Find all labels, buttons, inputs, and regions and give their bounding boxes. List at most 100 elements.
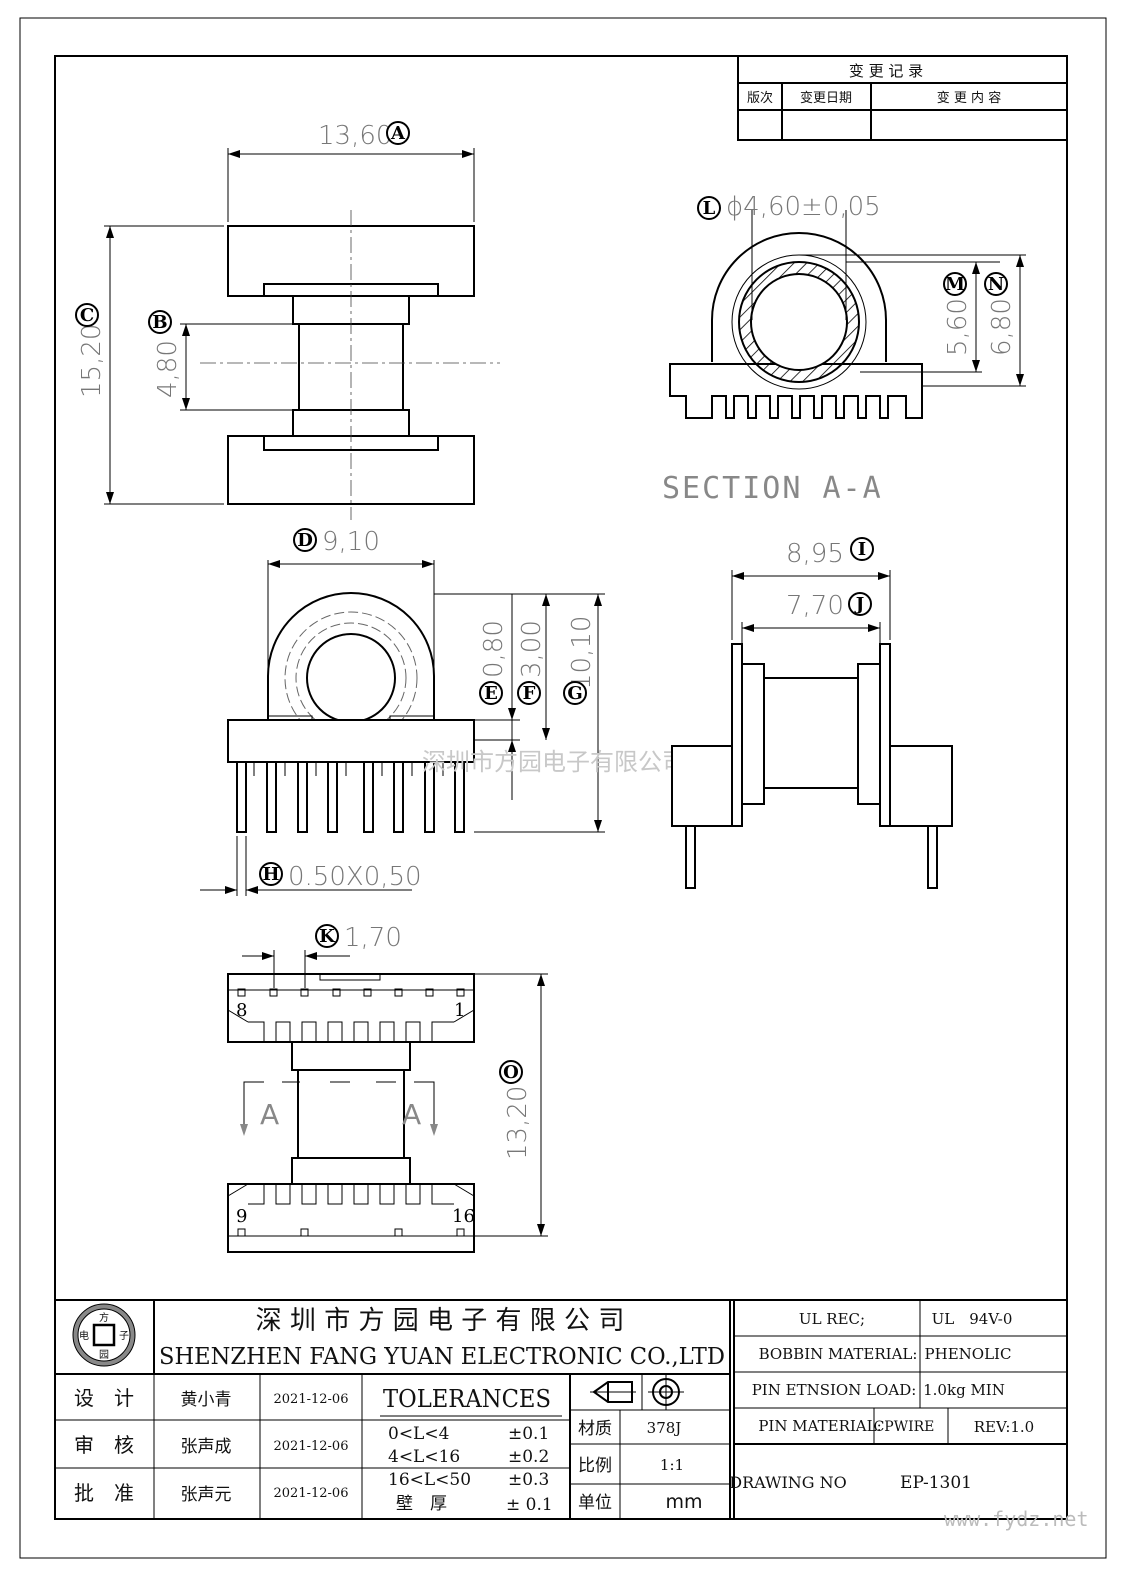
ul-rec-value: UL 94V-0 bbox=[932, 1310, 1013, 1328]
dim-a-value: 13,60 bbox=[318, 121, 392, 151]
revision-col-date: 变更日期 bbox=[800, 90, 852, 106]
pin-label-8: 8 bbox=[236, 1000, 247, 1021]
bottom-view: 8 1 9 16 A A bbox=[227, 923, 548, 1253]
bubble-b: B bbox=[148, 310, 172, 334]
tol-value-0: ±0.1 bbox=[508, 1424, 549, 1444]
signoff-role-approve: 批 准 bbox=[74, 1481, 134, 1505]
company-name-en: SHENZHEN FANG YUAN ELECTRONIC CO.,LTD bbox=[159, 1344, 725, 1370]
company-logo: 方 电 子 园 bbox=[72, 1303, 136, 1367]
tolerances-title: TOLERANCES bbox=[383, 1385, 551, 1413]
signoff-role-design: 设 计 bbox=[74, 1386, 134, 1410]
inner-border bbox=[54, 55, 1068, 1520]
tol-range-2: 16<L<50 bbox=[388, 1470, 471, 1490]
svg-text:园: 园 bbox=[99, 1349, 109, 1361]
dim-k-value: 1,70 bbox=[344, 923, 402, 953]
pin-label-1: 1 bbox=[454, 1000, 465, 1021]
svg-text:B: B bbox=[152, 312, 167, 333]
tol-value-1: ±0.2 bbox=[508, 1447, 549, 1467]
pin-load-label: PIN ETNSION LOAD: bbox=[752, 1381, 917, 1399]
revision-title: 变 更 记 录 bbox=[849, 62, 923, 80]
dim-e-value: 0,80 bbox=[479, 620, 509, 678]
outer-border bbox=[19, 17, 1107, 1559]
dim-c-value: 15,20 bbox=[77, 324, 107, 398]
dim-b-value: 4,80 bbox=[153, 340, 183, 398]
svg-text:C: C bbox=[80, 305, 94, 326]
bubble-i: I bbox=[850, 537, 874, 561]
signoff-name-approve: 张声元 bbox=[181, 1485, 232, 1505]
revision-col-version: 版次 bbox=[747, 90, 773, 106]
svg-text:子: 子 bbox=[119, 1330, 129, 1342]
revision-col-content: 变 更 内 容 bbox=[937, 90, 1001, 106]
revision-block: 变 更 记 录 版次 变更日期 变 更 内 容 bbox=[737, 55, 1068, 141]
bubble-f: F bbox=[517, 681, 541, 705]
svg-text:O: O bbox=[503, 1062, 519, 1083]
svg-text:电: 电 bbox=[79, 1329, 89, 1342]
tol-value-3: ± 0.1 bbox=[506, 1495, 553, 1515]
scale-value: 1:1 bbox=[660, 1456, 684, 1474]
svg-text:J: J bbox=[854, 594, 865, 615]
ul-rec-label: UL REC; bbox=[799, 1310, 865, 1328]
front-view: 9,10 D 0,80 3,00 10,10 E F bbox=[200, 527, 605, 896]
dim-f-value: 3,00 bbox=[517, 620, 547, 678]
svg-text:A: A bbox=[390, 123, 406, 144]
dim-m-value: 5,60 bbox=[943, 298, 973, 356]
signoff-role-review: 审 核 bbox=[74, 1433, 134, 1457]
svg-text:N: N bbox=[988, 274, 1004, 295]
bubble-a: A bbox=[386, 121, 410, 145]
bubble-n: N bbox=[984, 272, 1008, 296]
bubble-g: G bbox=[563, 681, 587, 705]
svg-text:E: E bbox=[484, 683, 498, 704]
pin-material-value: CPWIRE bbox=[874, 1419, 935, 1435]
dim-o-value: 13,20 bbox=[503, 1086, 533, 1160]
dim-j-value: 7,70 bbox=[786, 591, 844, 621]
bubble-j: J bbox=[848, 592, 872, 616]
svg-text:K: K bbox=[319, 926, 336, 947]
dim-g-value: 10,10 bbox=[567, 616, 597, 690]
projection-symbol-icon bbox=[590, 1374, 684, 1410]
title-block: 方 电 子 园 深 圳 市 方 园 电 子 有 限 公 司 SHENZHEN F… bbox=[55, 1299, 1067, 1519]
material-value: 378J bbox=[647, 1419, 682, 1437]
section-view: ϕ4,60±0,05 L 5,60 M 6,80 N SECTION A-A bbox=[662, 192, 1026, 506]
tol-range-3: 壁 厚 bbox=[396, 1494, 447, 1514]
dim-l-value: ϕ4,60±0,05 bbox=[726, 192, 881, 222]
bubble-c: C bbox=[75, 303, 99, 327]
drawing-no-label: DRAWING NO bbox=[729, 1473, 847, 1492]
svg-text:G: G bbox=[567, 683, 582, 704]
section-marker-right: A bbox=[402, 1098, 421, 1131]
bottom-pin-holes-bottom bbox=[237, 1228, 465, 1237]
svg-text:F: F bbox=[523, 683, 536, 704]
dim-d-value: 9,10 bbox=[322, 527, 380, 557]
bubble-o: O bbox=[499, 1060, 523, 1084]
bubble-l: L bbox=[697, 196, 721, 220]
revision-value: REV:1.0 bbox=[974, 1418, 1034, 1436]
bubble-h: H bbox=[259, 862, 283, 886]
signoff-name-design: 黄小青 bbox=[181, 1390, 232, 1410]
svg-text:H: H bbox=[262, 864, 279, 885]
dim-n-value: 6,80 bbox=[987, 298, 1017, 356]
company-name-cn: 深 圳 市 方 园 电 子 有 限 公 司 bbox=[256, 1306, 625, 1336]
bottom-pin-holes-top bbox=[237, 988, 465, 997]
bubble-e: E bbox=[479, 681, 503, 705]
svg-text:I: I bbox=[858, 539, 866, 560]
material-label: 材质 bbox=[578, 1419, 612, 1439]
section-marker-left: A bbox=[260, 1098, 279, 1131]
drawing-no-value: EP-1301 bbox=[900, 1473, 972, 1493]
pin-label-9: 9 bbox=[236, 1206, 247, 1227]
side-view-top: 13,60 A 15,20 C 4,80 B bbox=[75, 121, 500, 520]
watermark-company: 深圳市方园电子有限公司 bbox=[422, 748, 686, 776]
site-watermark: www.fydz.net bbox=[944, 1507, 1089, 1531]
svg-text:方: 方 bbox=[99, 1311, 109, 1324]
unit-label: 单位 bbox=[578, 1493, 612, 1513]
dim-h-value: 0.50X0,50 bbox=[288, 862, 422, 892]
right-side-view: 8,95 I 7,70 J bbox=[671, 537, 953, 889]
pin-label-16: 16 bbox=[452, 1206, 475, 1227]
dim-i-value: 8,95 bbox=[786, 539, 844, 569]
signoff-date-design: 2021-12-06 bbox=[274, 1392, 349, 1407]
tol-value-2: ±0.3 bbox=[508, 1470, 549, 1490]
tol-range-0: 0<L<4 bbox=[388, 1424, 449, 1444]
section-label: SECTION A-A bbox=[662, 471, 883, 506]
bubble-k: K bbox=[315, 924, 339, 948]
tol-range-1: 4<L<16 bbox=[388, 1447, 460, 1467]
signoff-name-review: 张声成 bbox=[181, 1437, 232, 1457]
